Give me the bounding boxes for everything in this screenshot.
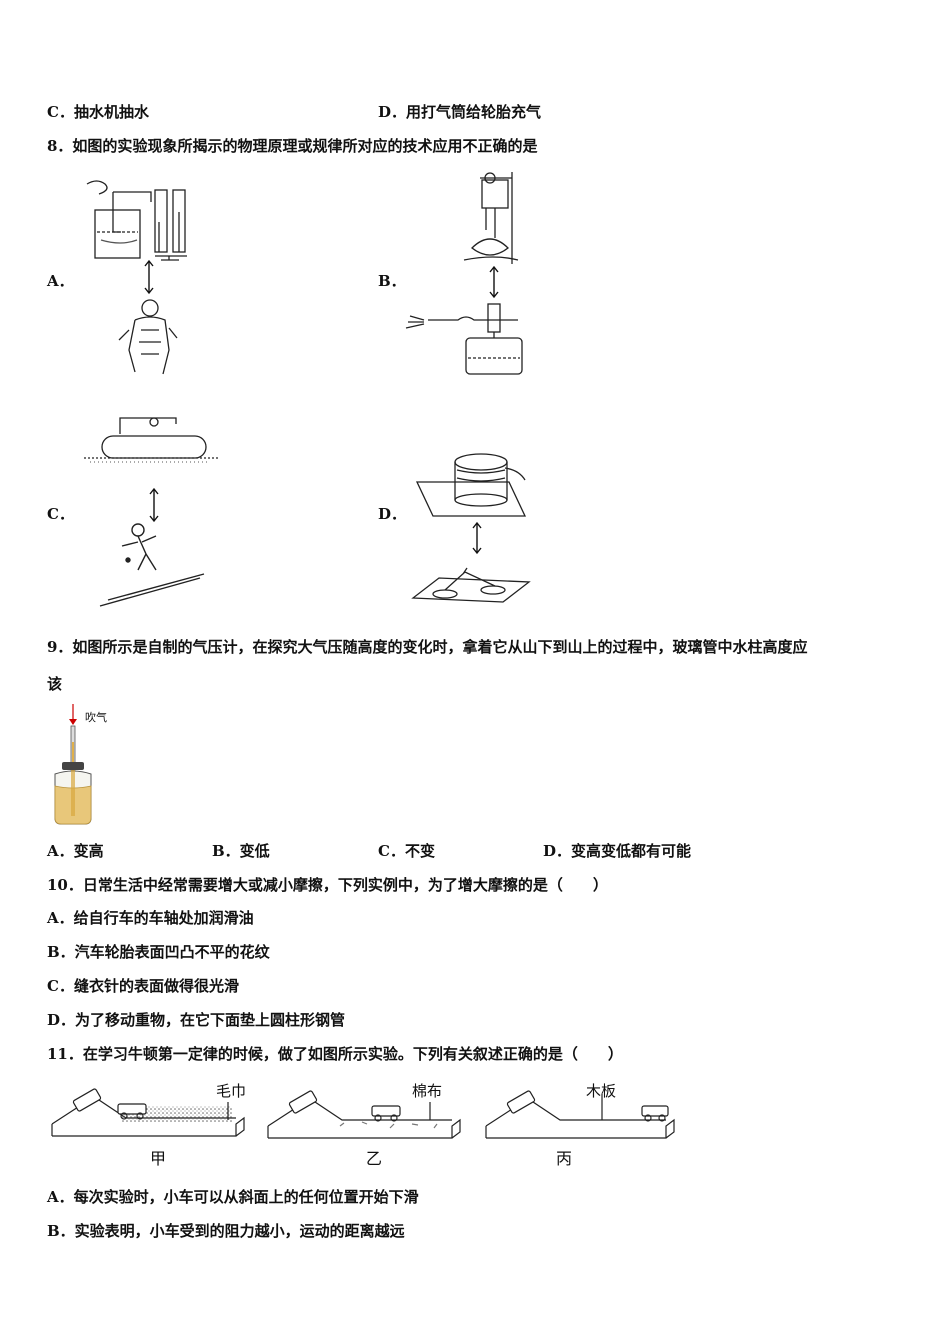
double-arrow [472, 521, 482, 555]
q9-barometer-figure: 吹气 [54, 704, 107, 825]
double-arrow [144, 259, 154, 295]
blow-label: 吹气 [85, 710, 107, 724]
q8-label-a: A． [47, 272, 74, 290]
q8-stem: 8．如图的实验现象所揭示的物理原理或规律所对应的技术应用不正确的是 [47, 137, 538, 155]
q8-figure-b [405, 172, 523, 375]
q8-figure-d [411, 453, 531, 603]
inverted-glass-experiment [415, 453, 527, 517]
spray-bottle [405, 303, 523, 375]
q10-stem: 10．日常生活中经常需要增大或减小摩擦，下列实例中，为了增大摩擦的是（ ） [47, 876, 608, 894]
q10-option-c: C．缝衣针的表面做得很光滑 [47, 977, 239, 995]
diver-illustration [118, 299, 178, 375]
q9-option-c: C．不变 [378, 842, 435, 860]
q8-label-b: B． [378, 272, 406, 290]
double-arrow [149, 487, 159, 523]
surface-label-towel: 毛巾 [216, 1082, 246, 1100]
q9-stem-line-1: 9．如图所示是自制的气压计，在探究大气压随高度的变化时，拿着它从山下到山上的过程… [47, 638, 808, 656]
q8-figure-c [84, 417, 218, 607]
q10-option-b: B．汽车轮胎表面凹凸不平的花纹 [47, 943, 270, 961]
bottle-barometer [54, 725, 92, 825]
suction-experiment [463, 172, 519, 264]
q11-option-a: A．每次实验时，小车可以从斜面上的任何位置开始下滑 [47, 1188, 419, 1206]
blow-arrow [69, 704, 77, 725]
double-arrow [489, 265, 499, 299]
q7-option-c: C．抽水机抽水 [47, 103, 149, 121]
q11-stem: 11．在学习牛顿第一定律的时候，做了如图所示实验。下列有关叙述正确的是（ ） [47, 1045, 623, 1063]
caption-jia: 甲 [150, 1149, 166, 1168]
surface-label-board: 木板 [586, 1082, 616, 1100]
q9-stem-line-2: 该 [47, 675, 63, 693]
q10-option-d: D．为了移动重物，在它下面垫上圆柱形钢管 [47, 1011, 346, 1029]
pressure-on-snow [84, 417, 218, 463]
caption-bing: 丙 [556, 1149, 572, 1168]
pressure-gauge-experiment [86, 180, 187, 261]
suction-cup-hook [411, 567, 531, 603]
setup-cotton [267, 1090, 461, 1139]
q11-incline-experiment-figure: 毛巾 棉布 木板 甲 乙 丙 [51, 1082, 675, 1168]
q7-option-d: D．用打气筒给轮胎充气 [378, 103, 542, 121]
caption-yi: 乙 [366, 1149, 382, 1168]
surface-label-cotton: 棉布 [412, 1082, 442, 1100]
q10-option-a: A．给自行车的车轴处加润滑油 [47, 909, 254, 927]
q8-figure-a [86, 180, 187, 375]
q9-option-b: B．变低 [212, 842, 270, 860]
q9-option-a: A．变高 [47, 842, 104, 860]
q8-label-d: D． [378, 505, 407, 523]
skier-illustration [99, 523, 205, 607]
q8-label-c: C． [47, 505, 74, 523]
q11-option-b: B．实验表明，小车受到的阻力越小，运动的距离越远 [47, 1222, 405, 1240]
setup-towel [51, 1088, 245, 1137]
setup-board [485, 1090, 675, 1139]
q9-option-d: D．变高变低都有可能 [543, 842, 692, 860]
